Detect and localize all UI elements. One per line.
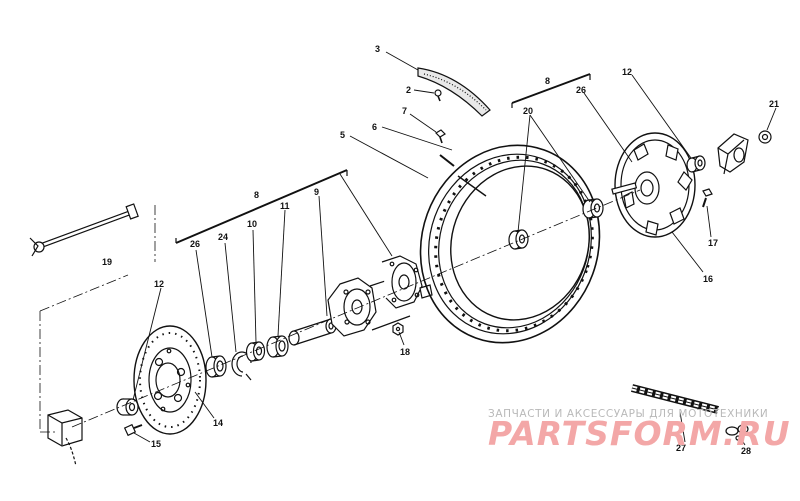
drive-chain (631, 384, 719, 414)
callout-9: 9 (314, 187, 319, 197)
callout-8-right: 8 (545, 76, 550, 86)
bearing-26-right (582, 198, 604, 219)
callout-19: 19 (102, 257, 112, 267)
leader-lines (132, 51, 777, 446)
callout-12-right: 12 (622, 67, 632, 77)
callout-26-left: 26 (190, 239, 200, 249)
callout-15: 15 (151, 439, 161, 449)
callout-18: 18 (400, 347, 410, 357)
callout-28: 28 (741, 446, 751, 456)
disc-bolt (123, 423, 143, 437)
callout-17: 17 (708, 238, 718, 248)
rear-sprocket (611, 132, 696, 238)
screw-2 (434, 89, 442, 102)
callout-12-left: 12 (154, 279, 164, 289)
callout-labels: 3 2 8 12 7 20 26 21 6 5 8 9 26 24 10 11 … (102, 44, 779, 456)
callout-8-left: 8 (254, 190, 259, 200)
chain-adjuster-left (47, 409, 83, 467)
chain-adjuster-right (717, 133, 749, 175)
sprocket-bolt (702, 188, 713, 208)
bearing-26-left (205, 355, 227, 378)
callout-21: 21 (769, 99, 779, 109)
bearing-10 (245, 341, 266, 362)
spacer-tube-9 (288, 318, 337, 346)
callout-7: 7 (402, 106, 407, 116)
callout-3: 3 (375, 44, 380, 54)
hub-nut-18 (392, 322, 404, 336)
callout-27: 27 (676, 443, 686, 453)
assembly-axis (39, 189, 641, 433)
watermark-logo: PARTSFORM.RU (488, 414, 791, 453)
wheel-hub (327, 255, 433, 337)
callout-10: 10 (247, 219, 257, 229)
callout-5: 5 (340, 130, 345, 140)
group-bracket-left (175, 169, 348, 244)
callout-16: 16 (703, 274, 713, 284)
callout-26-right: 26 (576, 85, 586, 95)
spacer-left (116, 398, 139, 416)
brake-disc (133, 325, 207, 435)
watermark-caption: ЗАПЧАСТИ И АКСЕССУАРЫ ДЛЯ МОТОТЕХНИКИ (488, 408, 769, 420)
callout-11: 11 (280, 201, 290, 211)
adjuster-nut-21 (758, 130, 772, 144)
callout-6: 6 (372, 122, 377, 132)
bearing-11 (266, 335, 289, 358)
callout-2: 2 (406, 85, 411, 95)
spacer-right (686, 155, 706, 173)
screw-7 (435, 129, 446, 144)
group-bracket-right (511, 73, 591, 108)
callout-24: 24 (218, 232, 228, 242)
callout-14: 14 (213, 418, 223, 428)
wheel-rim (419, 144, 601, 344)
chain-guard (417, 67, 491, 117)
rear-axle (29, 203, 139, 257)
bearing-20 (508, 229, 529, 250)
callout-20: 20 (523, 106, 533, 116)
master-link (725, 424, 749, 441)
